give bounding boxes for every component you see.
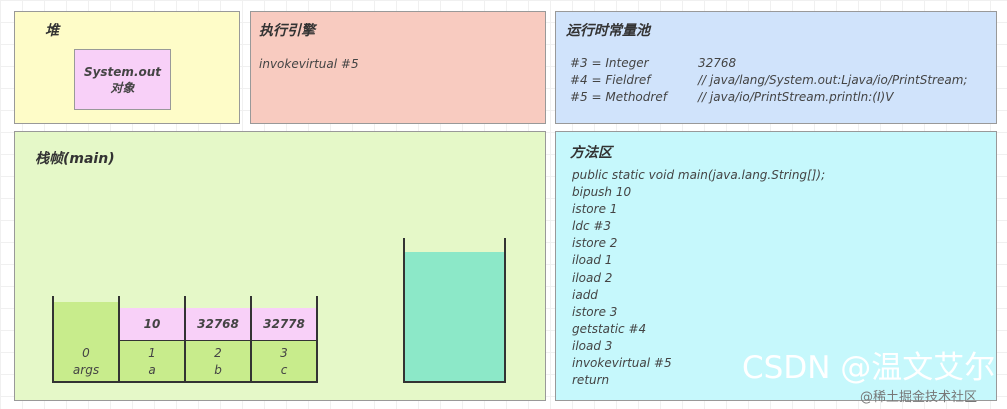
pool-value: 32768 xyxy=(698,56,737,70)
watermark: CSDN @温文艾尔 xyxy=(742,350,996,386)
divider xyxy=(316,296,318,383)
pool-key: #4 = Fieldref xyxy=(570,73,651,87)
slot-index: 1 xyxy=(148,346,156,360)
slot-index: 2 xyxy=(214,346,222,360)
slot-index: 3 xyxy=(280,346,288,360)
bytecode-line: istore 2 xyxy=(572,236,618,251)
slot-name: args xyxy=(72,363,100,377)
bytecode-list: public static void main(java.lang.String… xyxy=(572,167,825,389)
heap-panel: 堆 System.out 对象 xyxy=(14,11,240,124)
divider xyxy=(504,238,506,383)
execution-engine-panel: 执行引擎 invokevirtual #5 xyxy=(250,11,546,124)
bytecode-line: istore 1 xyxy=(572,202,618,217)
local-slot-1: 1 a xyxy=(119,341,185,382)
bytecode-line: istore 3 xyxy=(572,304,618,319)
pool-key: #3 = Integer xyxy=(570,56,649,70)
divider xyxy=(403,238,405,383)
bytecode-line: return xyxy=(572,373,610,388)
watermark-sub: @稀土掘金技术社区 xyxy=(860,390,978,405)
object-name: System.out xyxy=(83,65,162,79)
frame-title: 栈帧(main) xyxy=(35,151,115,167)
bytecode-line: public static void main(java.lang.String… xyxy=(572,168,826,182)
bytecode-line: iadd xyxy=(572,287,598,302)
local-slot-2: 2 b xyxy=(185,341,251,382)
pool-value: // java/io/PrintStream.println:(I)V xyxy=(698,90,894,104)
heap-title: 堆 xyxy=(45,23,59,39)
slot-name: b xyxy=(214,363,222,377)
engine-title: 执行引擎 xyxy=(259,23,315,39)
divider xyxy=(250,296,252,383)
bytecode-line: iload 1 xyxy=(572,253,613,268)
slot-name: a xyxy=(148,363,156,377)
bytecode-line: iload 2 xyxy=(572,270,613,285)
divider xyxy=(118,296,120,383)
bytecode-line: ldc #3 xyxy=(572,219,612,234)
pool-title: 运行时常量池 xyxy=(566,23,650,39)
slot-name: c xyxy=(280,363,288,377)
pool-value: // java/lang/System.out:Ljava/io/PrintSt… xyxy=(698,73,968,87)
object-label: 对象 xyxy=(110,81,135,95)
operand-stack-fill xyxy=(404,252,505,381)
local-slot-0: 0 args xyxy=(53,302,119,382)
divider xyxy=(52,381,318,383)
bytecode-line: invokevirtual #5 xyxy=(572,356,672,371)
local-slot-3-value: 32778 xyxy=(251,308,317,341)
bytecode-line: getstatic #4 xyxy=(572,321,647,336)
slot-index: 0 xyxy=(82,346,90,360)
engine-instruction: invokevirtual #5 xyxy=(259,57,359,71)
bytecode-line: bipush 10 xyxy=(572,185,632,200)
method-area-panel: 方法区 public static void main(java.lang.St… xyxy=(555,131,997,401)
system-out-object: System.out 对象 xyxy=(74,49,171,110)
local-slot-2-value: 32768 xyxy=(185,308,251,341)
pool-key: #5 = Methodref xyxy=(570,90,667,104)
constant-pool-panel: 运行时常量池 #3 = Integer 32768 #4 = Fieldref … xyxy=(555,11,997,124)
bytecode-line: iload 3 xyxy=(572,338,613,353)
local-slot-3: 3 c xyxy=(251,341,317,382)
divider xyxy=(403,381,506,383)
divider xyxy=(184,296,186,383)
divider xyxy=(52,296,54,383)
method-title: 方法区 xyxy=(570,145,612,161)
local-slot-1-value: 10 xyxy=(119,308,185,341)
